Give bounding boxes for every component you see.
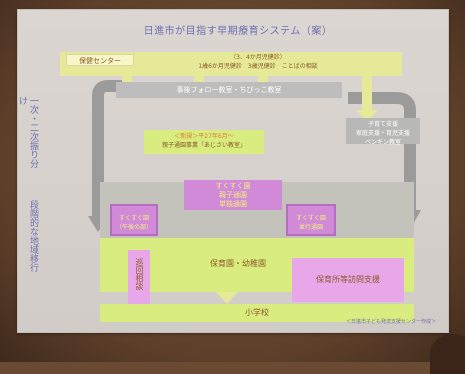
health-center-detail-2: 1歳6か月児健診 3歳児健診 ことばの相談: [198, 63, 318, 70]
yellow-arrow-shaft-4: [362, 74, 372, 114]
visit-support-label: 保育所等訪問支援: [316, 275, 380, 284]
family-support-box: 子育て支援 家庭支援・育児支援 ペンギン教室: [346, 118, 420, 146]
new-program-box: ＜新規＞平27年6月～ 親子通園事業「あじさい教室」: [144, 130, 264, 154]
side-label-transition: 段階的な地域移行: [28, 200, 38, 272]
sukusuku-parallel-line1: すくすく園: [295, 215, 326, 222]
transition-consult-label: 巡回相談: [135, 258, 144, 290]
visit-support-box: 保育所等訪問支援: [292, 258, 404, 302]
follow-up-class-box: 事後フォロー教室・ちびっこ教室: [116, 82, 342, 98]
audience-head: [430, 334, 465, 374]
yellow-arrowhead-4: [356, 110, 378, 122]
transition-consult-box: 巡回相談: [128, 250, 150, 320]
new-program-tag: ＜新規＞平27年6月～: [174, 133, 234, 140]
right-loop-arrow: [348, 92, 416, 214]
family-support-line1: 子育て支援: [367, 121, 398, 128]
sukusuku-main-line2: 親子通園: [219, 191, 247, 199]
sukusuku-afternoon-line2: （午後の部）: [115, 224, 152, 231]
sukusuku-parallel-line2: 並行通園: [298, 224, 323, 231]
left-loop-arrow: [92, 80, 128, 222]
family-support-line2: 家庭支援・育児支援: [355, 130, 410, 137]
footer-credit: ＜日進市子ども発達支援センター作成＞: [345, 319, 436, 325]
sukusuku-parallel-box: すくすく園 並行通園: [286, 204, 336, 236]
health-center-detail-1: （3、4か月児健診）: [230, 54, 286, 61]
sukusuku-afternoon-line1: すくすく園: [118, 215, 149, 222]
health-center-label: 保健センター: [66, 54, 134, 66]
family-support-line3: ペンギン教室: [364, 139, 401, 146]
new-program-name: 親子通園事業「あじさい教室」: [161, 142, 246, 149]
side-label-sorting: 一次・二次振り分け: [17, 96, 38, 168]
nursery-label: 保育園・幼稚園: [210, 259, 266, 268]
yellow-arrowhead-7: [216, 292, 238, 304]
sukusuku-afternoon-box: すくすく園 （午後の部）: [110, 204, 158, 236]
elementary-school-label: 小学校: [245, 308, 269, 317]
sukusuku-main-line3: 単独通園: [219, 200, 247, 208]
sukusuku-main-box: すくすく園 親子通園 単独通園: [184, 180, 282, 210]
elementary-school-bar: 小学校: [100, 304, 414, 322]
sukusuku-main-line1: すくすく園: [215, 182, 251, 190]
presentation-slide: 日進市が目指す早期療育システム（案） 一次・二次振り分け 段階的な地域移行 保健…: [17, 9, 449, 333]
diagram-title: 日進市が目指す早期療育システム（案）: [143, 26, 333, 37]
